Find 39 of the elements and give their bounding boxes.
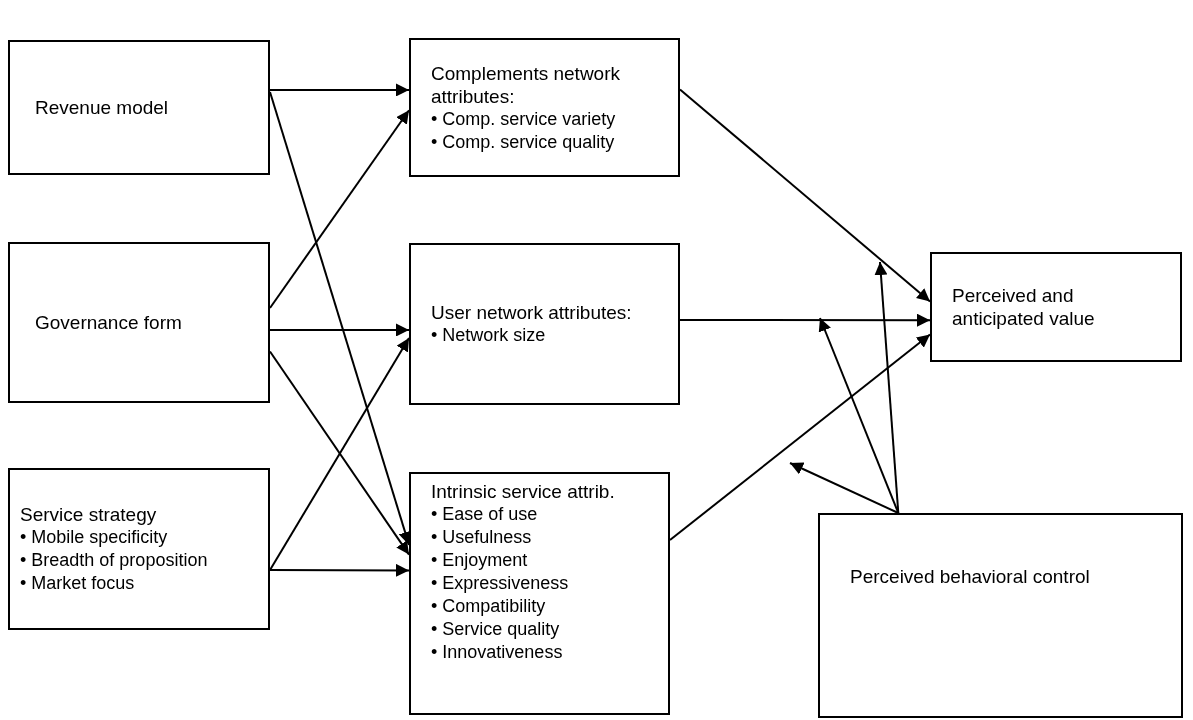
arrow	[818, 317, 900, 514]
arrow	[269, 83, 410, 97]
bullet-item: • Mobile specificity	[20, 526, 169, 549]
arrow	[679, 88, 931, 303]
arrow	[669, 333, 931, 542]
arrow	[874, 261, 900, 514]
bullet-item: • Comp. service quality	[431, 130, 616, 154]
concept-box	[409, 472, 670, 715]
concept-box	[409, 243, 680, 405]
box-title: Governance form	[35, 311, 183, 334]
arrow	[269, 109, 410, 309]
box-title: Revenue model	[35, 96, 170, 119]
box-title: Perceived and anticipated value	[952, 284, 1096, 330]
bullet-item: • Enjoyment	[431, 549, 529, 572]
bullet-item: • Compatibility	[431, 595, 547, 618]
concept-box	[818, 513, 1183, 718]
arrow	[269, 323, 410, 337]
concept-box	[8, 40, 270, 175]
concept-box	[409, 38, 680, 177]
bullet-item: • Breadth of proposition	[20, 549, 209, 572]
bullet-item: • Expressiveness	[431, 572, 570, 595]
arrow	[789, 462, 900, 514]
arrow	[269, 563, 410, 577]
concept-box	[930, 252, 1182, 362]
box-title: Perceived behavioral control	[850, 565, 1091, 588]
bullet-item: • Network size	[431, 324, 547, 347]
bullet-item: • Comp. service variety	[431, 107, 617, 131]
bullet-item: • Innovativeness	[431, 641, 564, 664]
box-title: Service strategy	[20, 503, 158, 526]
bullet-item: • Ease of use	[431, 503, 539, 526]
arrow	[679, 313, 931, 327]
box-title: Intrinsic service attrib.	[431, 480, 616, 503]
bullet-item: • Market focus	[20, 572, 136, 595]
bullet-item: • Service quality	[431, 618, 561, 641]
concept-box	[8, 242, 270, 403]
concept-box	[8, 468, 270, 630]
bullet-item: • Usefulness	[431, 526, 533, 549]
box-title: Complements network attributes:	[431, 61, 622, 108]
box-title: User network attributes:	[431, 301, 633, 324]
